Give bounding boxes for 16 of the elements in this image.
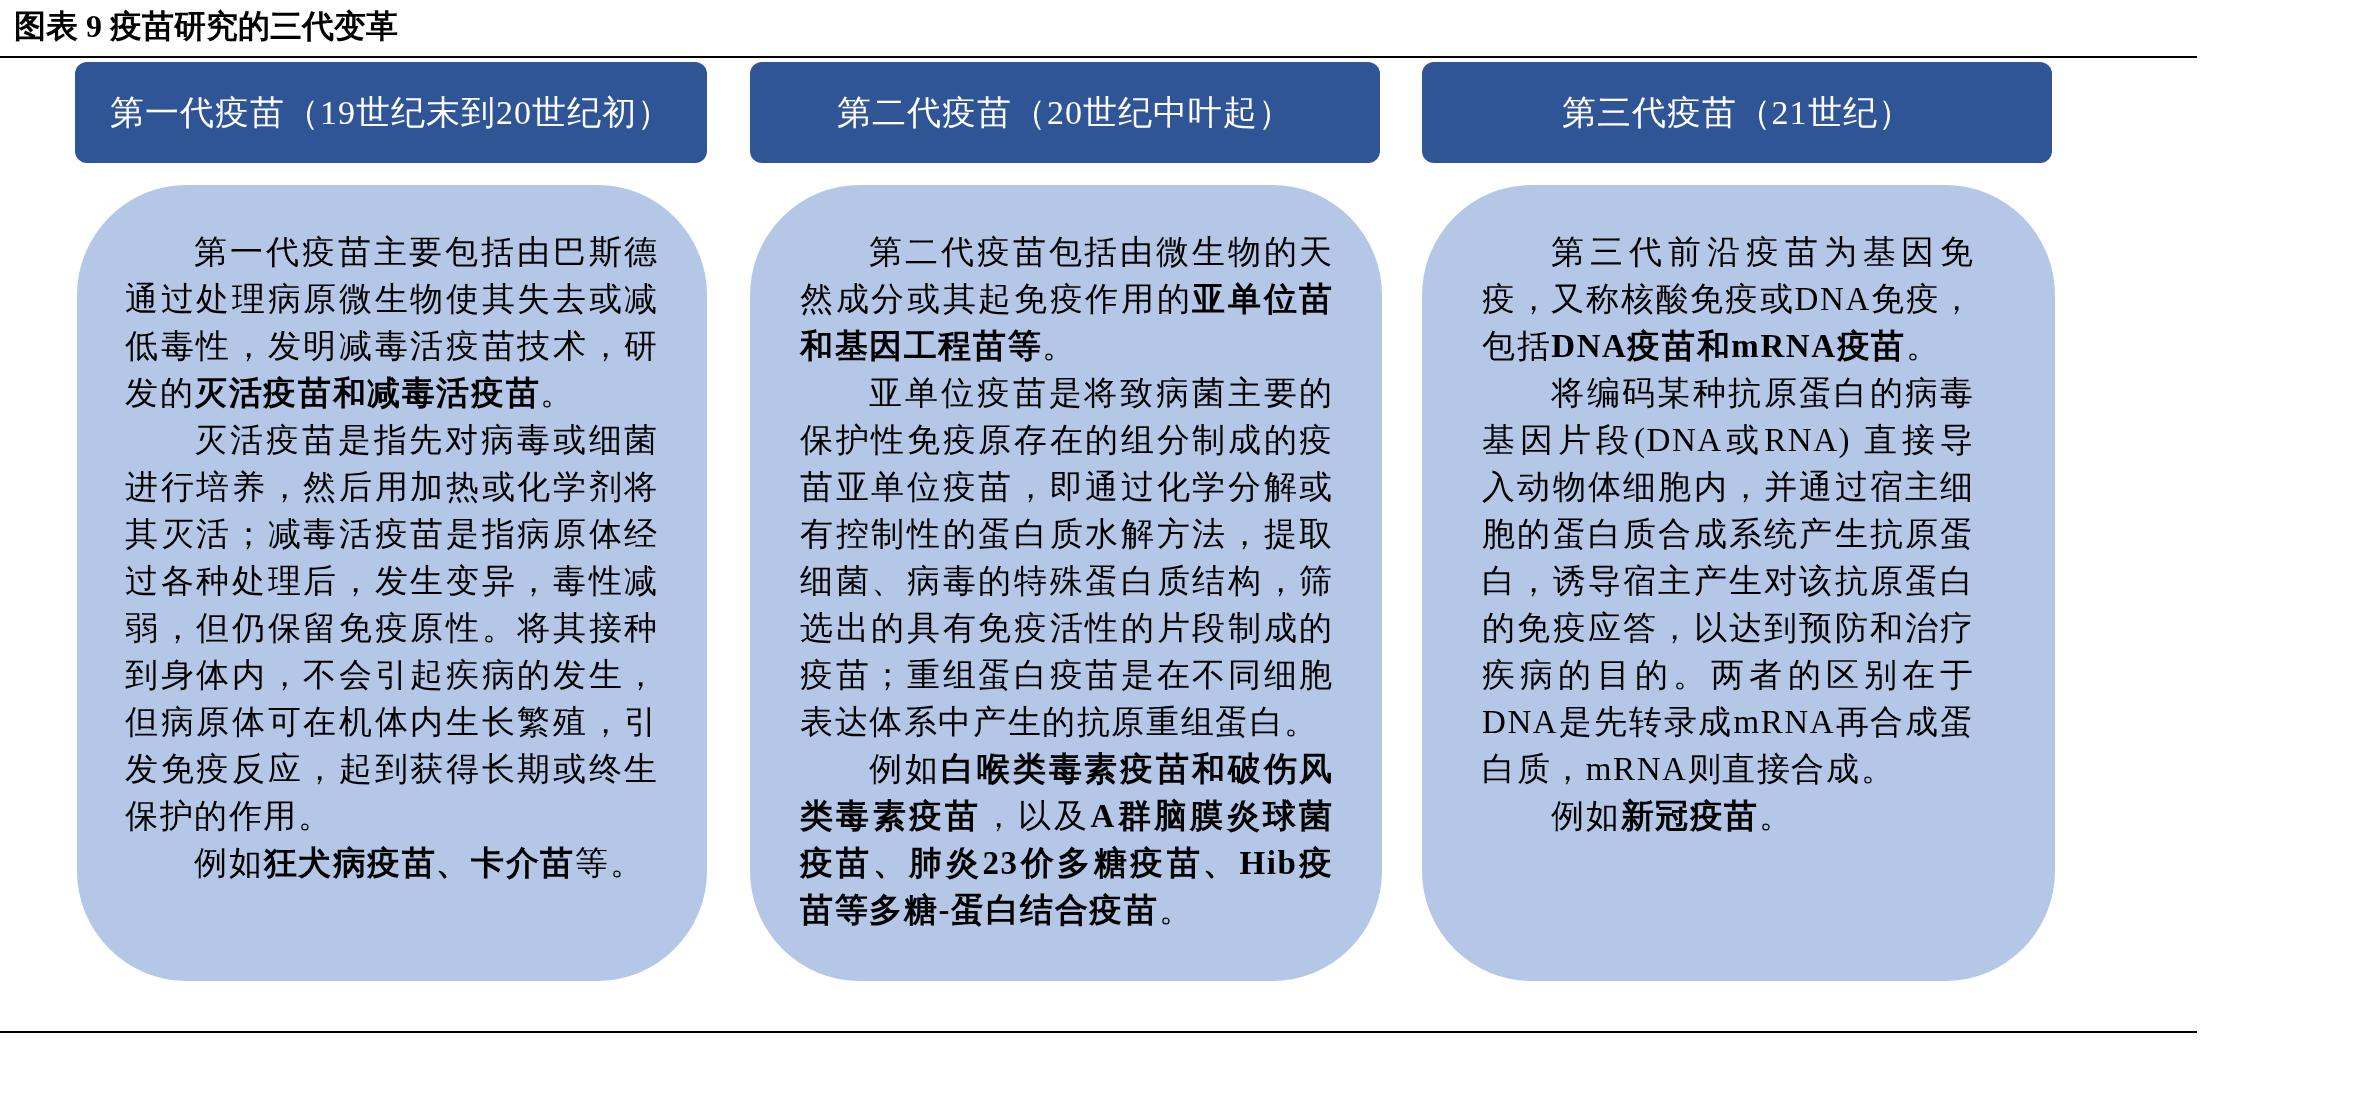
- paragraph: 例如狂犬病疫苗、卡介苗等。: [193, 844, 646, 883]
- generation-header: 第二代疫苗（20世纪中叶起）: [750, 62, 1380, 163]
- paragraph: 亚单位疫苗是将致病菌主要的保护性免疫原存在的组分制成的疫苗亚单位疫苗，即通过化学分解或有控制性的蛋白质水解方法，提取细菌、病毒的特殊蛋白质结构，筛选出的具有免疫活性的片段制成的疫苗；重组蛋白疫苗是在不同细胞表达体系中产生的抗原重组蛋白。: [800, 374, 1334, 742]
- paragraph: 将编码某种抗原蛋白的病毒基因片段(DNA或RNA) 直接导入动物体细胞内，并通过宿主细胞的蛋白质合成系统产生抗原蛋白，诱导宿主产生对该抗原蛋白的免疫应答，以达到预防和治疗疾病的目的。两者的区别在于DNA是先转录成mRNA再合成蛋白质，mRNA则直接合成。: [1482, 374, 1975, 789]
- paragraph: 第一代疫苗主要包括由巴斯德通过处理病原微生物使其失去或减低毒性，发明减毒活疫苗技术，研发的灭活疫苗和减毒活疫苗。: [125, 233, 659, 413]
- text-panel: [750, 185, 1382, 981]
- paragraph: 例如新冠疫苗。: [1550, 797, 1795, 836]
- paragraph: 例如白喉类毒素疫苗和破伤风类毒素疫苗，以及A群脑膜炎球菌疫苗、肺炎23价多糖疫苗、Hib疫苗等多糖-蛋白结合疫苗。: [800, 750, 1334, 930]
- paragraph: 第二代疫苗包括由微生物的天然成分或其起免疫作用的亚单位苗和基因工程苗等。: [800, 233, 1334, 366]
- generation-header: 第三代疫苗（21世纪）: [1422, 62, 2052, 163]
- generation-header: 第一代疫苗（19世纪末到20世纪初）: [75, 62, 707, 163]
- paragraph: 第三代前沿疫苗为基因免疫，又称核酸免疫或DNA免疫，包括DNA疫苗和mRNA疫苗。: [1482, 233, 1975, 366]
- figure-title: 图表 9 疫苗研究的三代变革: [14, 7, 398, 46]
- text-panel: [77, 185, 707, 981]
- text-panel: [1422, 185, 2055, 981]
- paragraph: 灭活疫苗是指先对病毒或细菌进行培养，然后用加热或化学剂将其灭活；减毒活疫苗是指病原体经过各种处理后，发生变异，毒性减弱，但仍保留免疫原性。将其接种到身体内，不会引起疾病的发生，但病原体可在机体内生长繁殖，引发免疫反应，起到获得长期或终生保护的作用。: [125, 421, 659, 836]
